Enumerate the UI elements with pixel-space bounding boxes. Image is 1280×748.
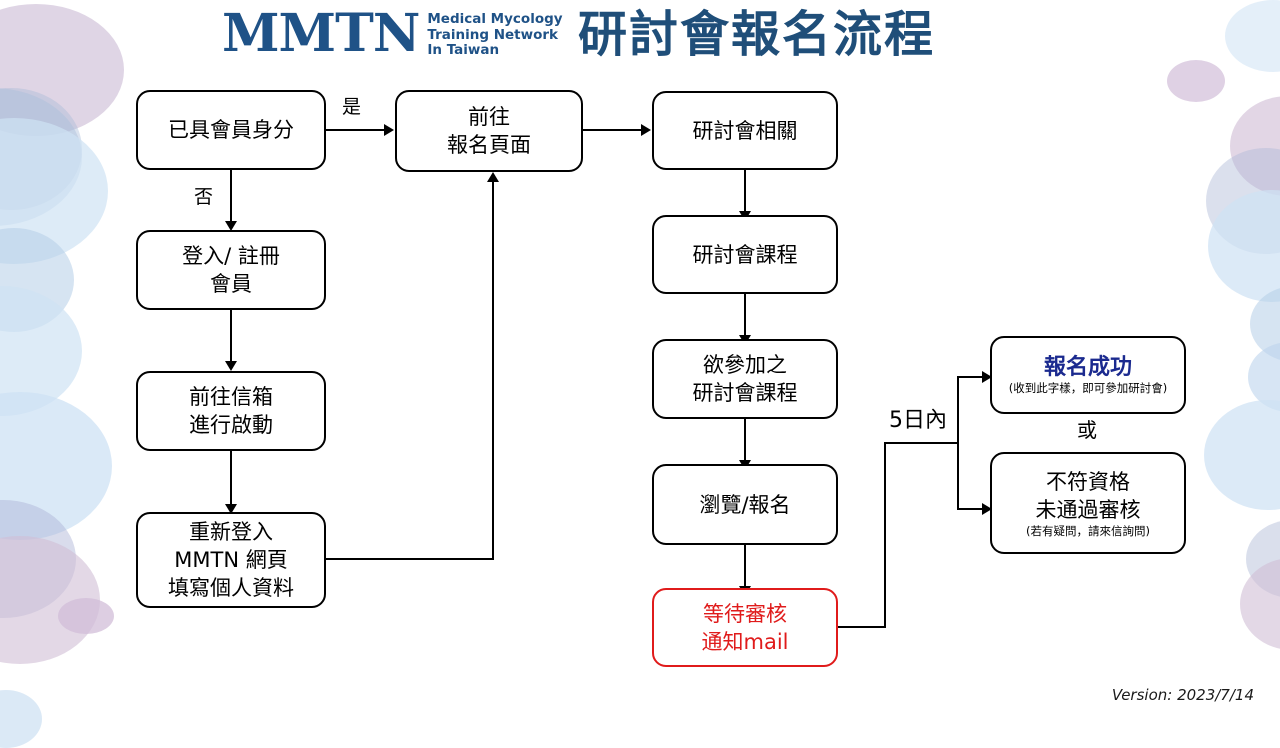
decor-blob: [1206, 148, 1280, 254]
arrowhead-member-to-login: [225, 221, 237, 231]
node-mailbox-activate-line-1: 前往信箱: [189, 385, 273, 409]
decor-blob: [0, 690, 42, 748]
node-rejected-line-1: 不符資格: [1046, 470, 1130, 494]
edge-desired-to-browse: [744, 419, 747, 463]
decor-blob: [1246, 520, 1280, 598]
decor-blob: [1248, 342, 1280, 412]
edge-seminar-to-course: [744, 170, 747, 214]
node-success-title: 報名成功: [1043, 355, 1132, 380]
edge-await-to-split: [884, 442, 959, 445]
decor-blob: [0, 4, 124, 136]
node-browse-signup[interactable]: 瀏覽/報名: [652, 464, 838, 545]
node-rejected-note: (若有疑問，請來信詢問): [1026, 524, 1150, 538]
edge-label-no: 否: [194, 186, 214, 208]
edge-login-to-mailbox: [230, 310, 233, 364]
label-or: 或: [1077, 418, 1097, 442]
node-rejected-line-2: 未通過審核: [1035, 498, 1141, 522]
node-go-signup-page-line-2: 報名頁面: [447, 133, 531, 157]
edge-member-to-login: [230, 170, 233, 224]
decor-blob: [1230, 96, 1280, 196]
edge-mailbox-to-relogin: [230, 451, 233, 507]
decor-blob: [1208, 190, 1280, 302]
decor-blob: [1240, 558, 1280, 650]
edge-relogin-loop-vertical: [492, 182, 495, 560]
decor-blob: [1225, 0, 1280, 72]
logo-tagline-line-3: In Taiwan: [427, 42, 500, 59]
arrowhead-member-to-signup: [384, 124, 394, 136]
edge-member-to-signup: [326, 129, 385, 132]
node-await-review[interactable]: 等待審核 通知mail: [652, 588, 838, 667]
node-success[interactable]: 報名成功 (收到此字樣，即可參加研討會): [990, 336, 1186, 414]
edge-split-down: [957, 442, 960, 510]
arrowhead-signup-to-seminar: [641, 124, 651, 136]
node-seminar-course[interactable]: 研討會課程: [652, 215, 838, 294]
edge-signup-to-seminar: [582, 129, 642, 132]
edge-relogin-loop-horizontal: [326, 558, 494, 561]
mmtn-logo: MMTN Medical Mycology Training Network I…: [222, 8, 563, 60]
edge-label-within-five-days: 5日內: [889, 408, 947, 433]
node-go-signup-page-line-1: 前往: [468, 105, 510, 129]
decor-blob: [0, 228, 74, 332]
arrowhead-relogin-loop: [487, 172, 499, 182]
arrowhead-to-success: [982, 371, 992, 383]
node-login-register-line-1: 登入/ 註冊: [182, 244, 280, 268]
edge-label-yes: 是: [342, 96, 362, 118]
decor-blob: [0, 118, 108, 264]
edge-await-out-vertical: [884, 442, 887, 628]
node-member-status-line-1: 已具會員身分: [168, 118, 294, 142]
page-title: 研討會報名流程: [578, 6, 936, 63]
node-await-review-line-2: 通知mail: [701, 629, 789, 654]
decor-blob: [0, 88, 82, 210]
decor-blob: [0, 536, 100, 664]
node-relogin-fill[interactable]: 重新登入 MMTN 網頁 填寫個人資料: [136, 512, 326, 608]
node-mailbox-activate[interactable]: 前往信箱 進行啟動: [136, 371, 326, 451]
node-desired-course-line-1: 欲參加之: [703, 353, 787, 377]
edge-browse-to-await: [744, 545, 747, 589]
edge-split-up: [957, 376, 960, 444]
node-member-status[interactable]: 已具會員身分: [136, 90, 326, 170]
arrowhead-to-rejected: [982, 503, 992, 515]
logo-wordmark: MMTN: [222, 3, 420, 64]
arrowhead-mailbox-to-relogin: [225, 504, 237, 514]
node-desired-course[interactable]: 欲參加之 研討會課程: [652, 339, 838, 419]
node-relogin-fill-line-2: MMTN 網頁: [174, 548, 288, 572]
decor-blob: [58, 598, 114, 634]
decor-blob: [0, 286, 82, 416]
decor-blob: [1250, 286, 1280, 362]
node-seminar-course-line-1: 研討會課程: [692, 242, 798, 267]
decor-blob: [1167, 60, 1225, 102]
version-label: Version: 2023/7/14: [1111, 686, 1254, 704]
logo-tagline-line-1: Medical Mycology: [427, 11, 563, 28]
node-login-register[interactable]: 登入/ 註冊 會員: [136, 230, 326, 310]
node-go-signup-page[interactable]: 前往 報名頁面: [395, 90, 583, 172]
edge-await-out-horizontal: [838, 626, 886, 629]
node-relogin-fill-line-3: 填寫個人資料: [168, 576, 294, 600]
node-seminar-related[interactable]: 研討會相關: [652, 91, 838, 170]
node-browse-signup-line-1: 瀏覽/報名: [699, 492, 791, 517]
edge-split-to-rejected: [957, 508, 986, 511]
edge-split-to-success: [957, 376, 986, 379]
logo-tagline-line-2: Training Network: [427, 26, 558, 43]
arrowhead-login-to-mailbox: [225, 361, 237, 371]
logo-tagline: Medical Mycology Training Network In Tai…: [427, 12, 562, 59]
node-relogin-fill-line-1: 重新登入: [189, 520, 273, 544]
node-desired-course-line-2: 研討會課程: [692, 381, 798, 405]
edge-course-to-desired: [744, 294, 747, 338]
node-success-note: (收到此字樣，即可參加研討會): [1008, 381, 1168, 395]
node-seminar-related-line-1: 研討會相關: [692, 118, 798, 143]
decor-blob: [0, 500, 76, 618]
decor-blob: [0, 392, 112, 540]
decor-blob: [1204, 400, 1280, 510]
node-login-register-line-2: 會員: [210, 272, 252, 296]
decor-blob: [0, 88, 82, 226]
node-rejected[interactable]: 不符資格 未通過審核 (若有疑問，請來信詢問): [990, 452, 1186, 554]
node-await-review-line-1: 等待審核: [703, 601, 787, 626]
node-mailbox-activate-line-2: 進行啟動: [189, 413, 273, 437]
